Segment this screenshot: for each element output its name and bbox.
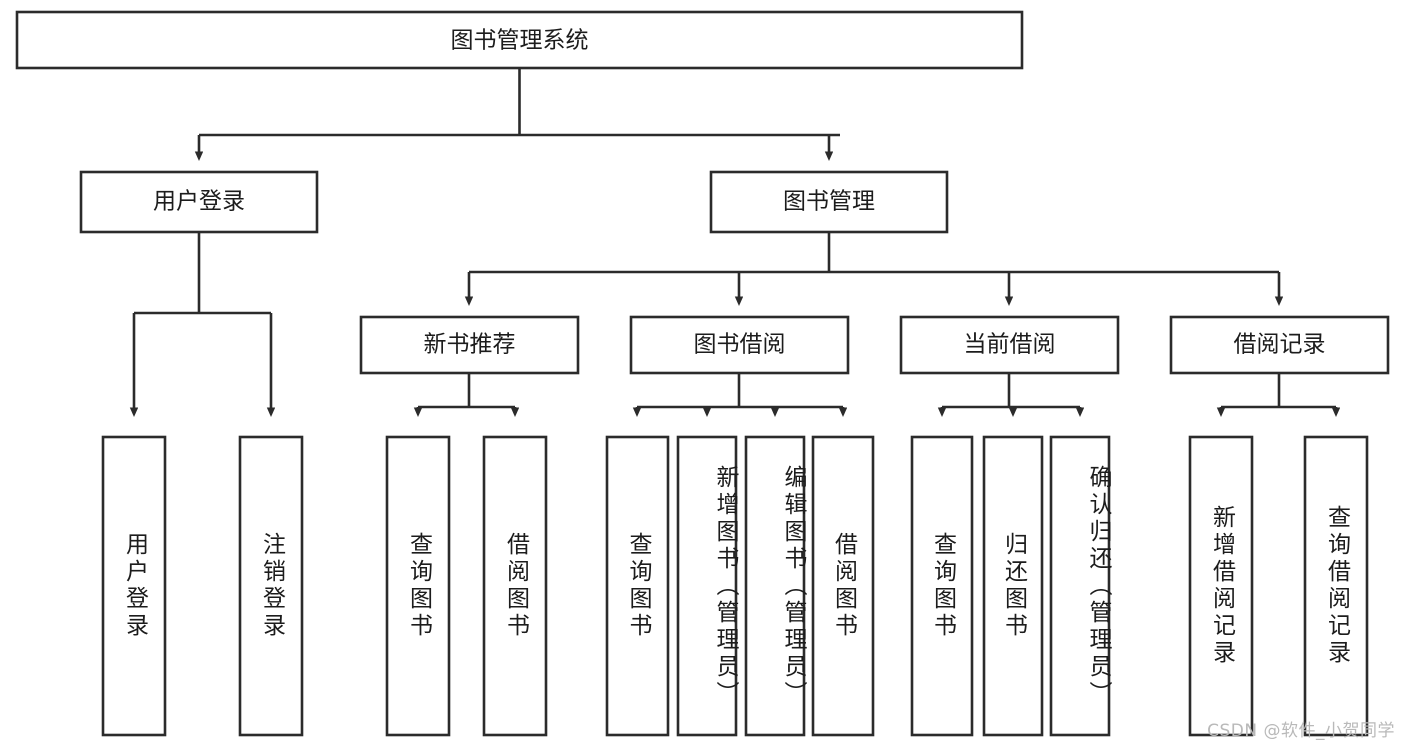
leaf-box-return-book[interactable]	[982, 435, 1044, 737]
leaf-box-add-record[interactable]	[1188, 435, 1254, 737]
node-current-borrow-label: 当前借阅	[964, 332, 1056, 358]
node-user-login-label: 用户登录	[153, 189, 245, 215]
node-root-label: 图书管理系统	[451, 28, 589, 54]
node-root-box[interactable]	[15, 10, 1024, 70]
connector-group-new-book	[413, 373, 520, 417]
leaf-box-logout[interactable]	[238, 435, 304, 737]
leaf-box-lend-book[interactable]	[811, 435, 875, 737]
leaf-box-edit-book-admin[interactable]	[744, 435, 806, 737]
node-book-mgmt-box[interactable]	[709, 170, 949, 234]
leaf-box-add-book-admin[interactable]	[676, 435, 738, 737]
connector-group-root	[194, 68, 840, 161]
leaf-box-confirm-return-admin[interactable]	[1049, 435, 1111, 737]
connector-group-borrow-record	[1216, 373, 1341, 417]
node-book-mgmt-label: 图书管理	[783, 189, 875, 215]
node-user-login-box[interactable]	[79, 170, 319, 234]
node-borrow-record-box[interactable]	[1169, 315, 1390, 375]
node-current-borrow-box[interactable]	[899, 315, 1120, 375]
csdn-watermark: CSDN @软件_小贺同学	[1207, 721, 1395, 741]
leaf-box-query-book-current[interactable]	[910, 435, 974, 737]
leaf-box-query-record[interactable]	[1303, 435, 1369, 737]
node-book-borrow-label: 图书借阅	[694, 332, 786, 358]
node-book-borrow-box[interactable]	[629, 315, 850, 375]
leaf-box-borrow-book-new[interactable]	[482, 435, 548, 737]
connector-group-current-borrow	[937, 373, 1085, 417]
node-borrow-record-label: 借阅记录	[1234, 332, 1326, 358]
node-new-book-box[interactable]	[359, 315, 580, 375]
connector-group-user-login	[129, 232, 276, 417]
leaf-box-query-book-new[interactable]	[385, 435, 451, 737]
connector-group-book-mgmt	[464, 232, 1284, 306]
leaf-box-user-login[interactable]	[101, 435, 167, 737]
node-new-book-label: 新书推荐	[424, 332, 516, 358]
connector-group-book-borrow	[632, 373, 848, 417]
leaf-box-query-book-borrow[interactable]	[605, 435, 670, 737]
